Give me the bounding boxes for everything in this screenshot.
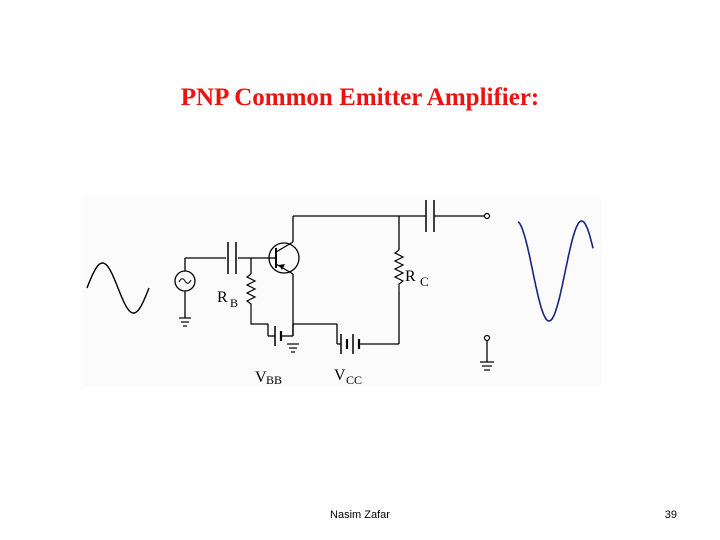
output-terminal-bottom [483,334,491,342]
pnp-transistor-icon [268,241,300,275]
input-coupling-capacitor [227,242,237,274]
vbb-label-sub: BB [266,373,282,387]
output-terminal-top [483,212,491,220]
output-ground-icon [480,361,494,371]
rc-label-sub: C [420,274,429,289]
rb-resistor [245,273,268,325]
vcc-label: V [334,367,346,384]
rc-resistor [393,249,405,292]
input-wave [86,262,150,314]
vbb-label: V [255,369,267,386]
emitter-ground-icon [287,343,299,353]
rc-label: R [405,268,416,285]
circuit-diagram: R B R C V BB V CC [83,196,601,387]
footer-author: Nasim Zafar [330,509,390,521]
vcc-label-sub: CC [346,373,362,387]
vbb-battery [267,324,293,346]
rb-label: R [217,289,228,306]
output-wave [517,220,594,322]
rb-label-sub: B [230,296,238,310]
source-ground-icon [179,317,191,327]
diagram-background [83,196,601,386]
vcc-battery [292,292,400,354]
slide-title: PNP Common Emitter Amplifier: [180,84,540,111]
page-number: 39 [664,509,677,521]
